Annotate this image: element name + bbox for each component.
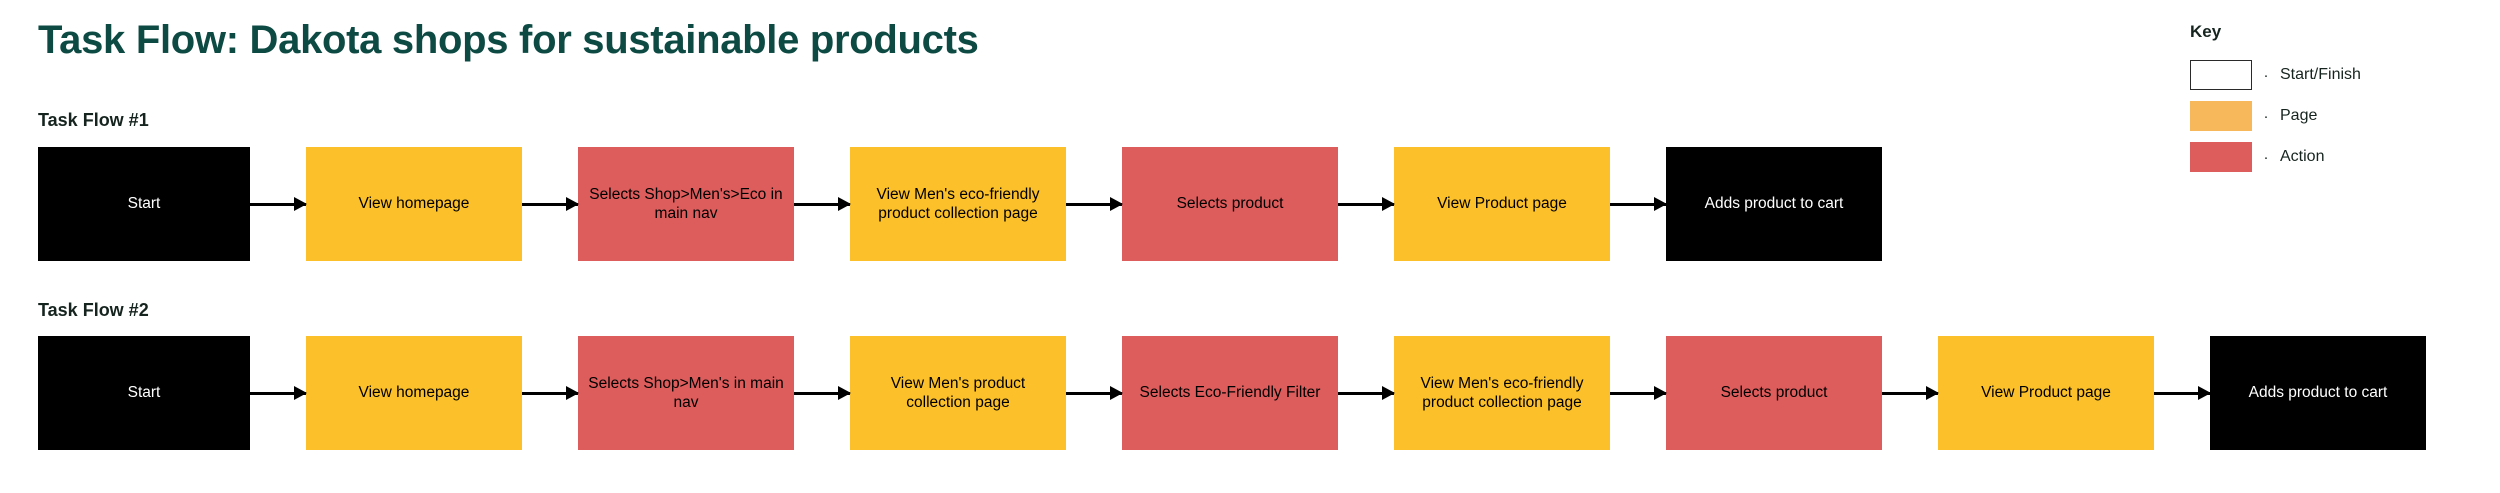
arrow-shaft <box>1882 391 1938 395</box>
flow-node-start[interactable]: Adds product to cart <box>2210 336 2426 450</box>
flow-node-label: View Product page <box>1981 384 2111 402</box>
arrow-head-icon <box>838 197 851 211</box>
flow-node-label: View Men's eco-friendly product collecti… <box>1420 374 1584 411</box>
arrow-shaft <box>522 391 578 395</box>
arrow-shaft <box>1610 391 1666 395</box>
key-item: · Start/Finish <box>2190 60 2361 90</box>
flow-arrow <box>1066 194 1123 214</box>
flow-arrow <box>250 383 307 403</box>
flow-node-page[interactable]: View Men's product collection page <box>850 336 1066 450</box>
arrow-head-icon <box>566 197 579 211</box>
flow-arrow <box>522 383 579 403</box>
flow-node-start[interactable]: Adds product to cart <box>1666 147 1882 261</box>
key-item-list: · Start/Finish · Page · Action <box>2190 60 2361 172</box>
flow-node-action[interactable]: Selects Shop>Men's>Eco in main nav <box>578 147 794 261</box>
arrow-shaft <box>1610 202 1666 206</box>
arrow-shaft <box>1338 202 1394 206</box>
arrow-shaft <box>794 391 850 395</box>
key-legend: Key · Start/Finish · Page · Action <box>2190 22 2361 183</box>
page-title: Task Flow: Dakota shops for sustainable … <box>38 18 979 62</box>
flow-node-page[interactable]: View Men's eco-friendly product collecti… <box>1394 336 1610 450</box>
flow-node-label: View homepage <box>358 384 470 402</box>
flow-arrow <box>522 194 579 214</box>
arrow-shaft <box>522 202 578 206</box>
flow-node-label: Selects product <box>1176 195 1284 213</box>
flow-node-label: Selects Shop>Men's>Eco in main nav <box>589 185 783 222</box>
flow-node-label: Selects Shop>Men's in main nav <box>588 374 784 411</box>
arrow-head-icon <box>566 386 579 400</box>
flow-node-label: Selects Eco-Friendly Filter <box>1139 384 1321 402</box>
bullet-icon: · <box>2263 66 2269 84</box>
flow-node-label: View Men's eco-friendly product collecti… <box>876 185 1040 222</box>
flow-arrow <box>1338 194 1395 214</box>
arrow-shaft <box>1066 391 1122 395</box>
flow-node-label: View Product page <box>1437 195 1567 213</box>
flow-label-2: Task Flow #2 <box>38 300 149 320</box>
flow-node-action[interactable]: Selects product <box>1666 336 1882 450</box>
flow-node-label: Adds product to cart <box>2248 384 2388 402</box>
flow-arrow <box>1610 194 1667 214</box>
flow-arrow <box>2154 383 2211 403</box>
key-swatch-start <box>2190 60 2252 90</box>
flow-label-1: Task Flow #1 <box>38 110 149 130</box>
bullet-icon: · <box>2263 148 2269 166</box>
arrow-shaft <box>2154 391 2210 395</box>
flow-node-page[interactable]: View homepage <box>306 336 522 450</box>
key-swatch-page <box>2190 101 2252 131</box>
key-item-label: Action <box>2280 148 2325 165</box>
flow-arrow <box>250 194 307 214</box>
key-title: Key <box>2190 22 2222 41</box>
flow-node-action[interactable]: Selects Shop>Men's in main nav <box>578 336 794 450</box>
flow-node-label: View homepage <box>358 195 470 213</box>
arrow-head-icon <box>294 197 307 211</box>
flow-node-label: Adds product to cart <box>1704 195 1844 213</box>
flow-node-start[interactable]: Start <box>38 336 250 450</box>
flow-arrow <box>1338 383 1395 403</box>
arrow-shaft <box>794 202 850 206</box>
arrow-shaft <box>250 202 306 206</box>
flow-arrow <box>794 383 851 403</box>
arrow-head-icon <box>2198 386 2211 400</box>
flow-arrow <box>1610 383 1667 403</box>
arrow-head-icon <box>838 386 851 400</box>
task-flow-1-row: Start View homepage Selects Shop>Men's>Eco… <box>0 145 1882 263</box>
key-item-label: Page <box>2280 107 2318 124</box>
key-item: · Page <box>2190 101 2361 131</box>
flow-node-label: Start <box>127 384 161 402</box>
arrow-head-icon <box>1926 386 1939 400</box>
arrow-shaft <box>250 391 306 395</box>
arrow-head-icon <box>1382 386 1395 400</box>
flow-node-label: Selects product <box>1720 384 1828 402</box>
key-item-label: Start/Finish <box>2280 66 2361 83</box>
flow-node-label: View Men's product collection page <box>890 374 1026 411</box>
flow-arrow <box>1882 383 1939 403</box>
flow-arrow <box>1066 383 1123 403</box>
task-flow-2-row: Start View homepage Selects Shop>Men's in … <box>0 334 2426 452</box>
flow-node-page[interactable]: View Product page <box>1938 336 2154 450</box>
flow-node-start[interactable]: Start <box>38 147 250 261</box>
arrow-head-icon <box>1382 197 1395 211</box>
flow-node-action[interactable]: Selects product <box>1122 147 1338 261</box>
arrow-head-icon <box>294 386 307 400</box>
key-swatch-action <box>2190 142 2252 172</box>
flow-node-page[interactable]: View homepage <box>306 147 522 261</box>
arrow-shaft <box>1338 391 1394 395</box>
arrow-head-icon <box>1110 197 1123 211</box>
flow-arrow <box>794 194 851 214</box>
flow-node-page[interactable]: View Men's eco-friendly product collecti… <box>850 147 1066 261</box>
flow-node-action[interactable]: Selects Eco-Friendly Filter <box>1122 336 1338 450</box>
arrow-head-icon <box>1110 386 1123 400</box>
arrow-head-icon <box>1654 386 1667 400</box>
bullet-icon: · <box>2263 107 2269 125</box>
flow-node-label: Start <box>127 195 161 213</box>
flow-node-page[interactable]: View Product page <box>1394 147 1610 261</box>
key-item: · Action <box>2190 142 2361 172</box>
arrow-shaft <box>1066 202 1122 206</box>
arrow-head-icon <box>1654 197 1667 211</box>
